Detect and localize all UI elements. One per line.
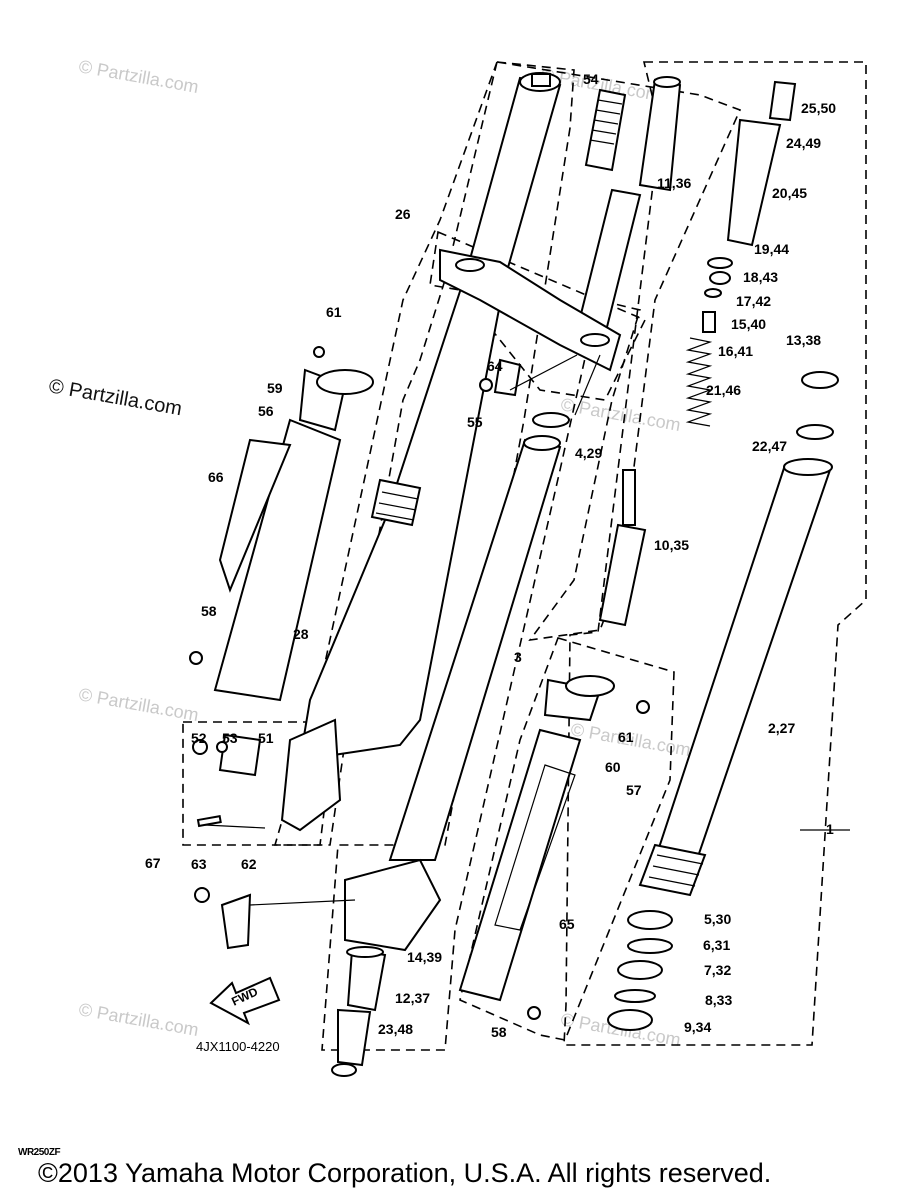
model-code: WR250ZF bbox=[18, 1147, 61, 1158]
watermark: © Partzilla.com bbox=[77, 56, 200, 97]
callout-7-32: 7,32 bbox=[704, 962, 731, 978]
callout-10-35: 10,35 bbox=[654, 537, 689, 553]
callout-16-41: 16,41 bbox=[718, 343, 753, 359]
callout-63: 63 bbox=[191, 856, 207, 872]
watermark-dark: © Partzilla.com bbox=[47, 375, 184, 420]
callout-28: 28 bbox=[293, 626, 309, 642]
fork-assembly bbox=[607, 371, 839, 1031]
diagram-code: 4JX1100-4220 bbox=[196, 1039, 280, 1054]
callout-15-40: 15,40 bbox=[731, 316, 766, 332]
callout-22-47: 22,47 bbox=[752, 438, 787, 454]
callout-11-36: 11,36 bbox=[657, 175, 691, 191]
callout-23-48: 23,48 bbox=[378, 1021, 413, 1037]
small-parts bbox=[189, 346, 650, 1026]
callout-58-bottom: 58 bbox=[491, 1024, 507, 1040]
callout-4-29: 4,29 bbox=[575, 445, 602, 461]
callout-8-33: 8,33 bbox=[705, 992, 732, 1008]
fork-guard-left bbox=[213, 368, 374, 702]
leader-lines bbox=[204, 354, 850, 906]
callout-61-right: 61 bbox=[618, 729, 634, 745]
callout-21-46: 21,46 bbox=[706, 382, 741, 398]
watermark: © Partzilla.com bbox=[559, 394, 682, 435]
callout-51: 51 bbox=[258, 730, 274, 746]
fork-guard-right bbox=[458, 675, 615, 1002]
callout-58-left: 58 bbox=[201, 603, 217, 619]
callout-19-44: 19,44 bbox=[754, 241, 789, 257]
callout-61-top: 61 bbox=[326, 304, 342, 320]
callout-1: 1 bbox=[826, 821, 834, 837]
damper-cartridge bbox=[570, 76, 797, 627]
callout-13-38: 13,38 bbox=[786, 332, 821, 348]
bracket-triple-clamp bbox=[439, 248, 622, 428]
callout-60: 60 bbox=[605, 759, 621, 775]
watermark: © Partzilla.com bbox=[77, 684, 200, 725]
callout-65: 65 bbox=[559, 916, 575, 932]
callout-62: 62 bbox=[241, 856, 257, 872]
callout-55: 55 bbox=[467, 414, 483, 430]
callout-17-42: 17,42 bbox=[736, 293, 771, 309]
callout-54: 54 bbox=[583, 71, 599, 87]
callouts: 1 2,27 3 4,29 5,30 6,31 7,32 8,33 9,34 1… bbox=[145, 71, 836, 1040]
callout-25-50: 25,50 bbox=[801, 100, 836, 116]
left-fork-outline bbox=[273, 61, 498, 846]
callout-14-39: 14,39 bbox=[407, 949, 442, 965]
callout-5-30: 5,30 bbox=[704, 911, 731, 927]
callout-59: 59 bbox=[267, 380, 283, 396]
callout-66: 66 bbox=[208, 469, 224, 485]
callout-20-45: 20,45 bbox=[772, 185, 807, 201]
callout-56: 56 bbox=[258, 403, 274, 419]
callout-53: 53 bbox=[222, 730, 238, 746]
callout-67: 67 bbox=[145, 855, 161, 871]
fork-assembly-outline bbox=[563, 61, 867, 1046]
callout-64: 64 bbox=[487, 358, 503, 374]
callout-9-34: 9,34 bbox=[684, 1019, 711, 1035]
callout-12-37: 12,37 bbox=[395, 990, 430, 1006]
callout-26: 26 bbox=[395, 206, 411, 222]
bracket-group-outline bbox=[429, 230, 647, 401]
callout-6-31: 6,31 bbox=[703, 937, 730, 953]
callout-57: 57 bbox=[626, 782, 642, 798]
guard-clamp-outline bbox=[459, 637, 675, 1041]
callout-52: 52 bbox=[191, 730, 207, 746]
left-inner-tube bbox=[331, 435, 562, 1077]
callout-18-43: 18,43 bbox=[743, 269, 778, 285]
watermark: © Partzilla.com bbox=[77, 999, 200, 1040]
callout-2-27: 2,27 bbox=[768, 720, 795, 736]
copyright-notice: ©2013 Yamaha Motor Corporation, U.S.A. A… bbox=[38, 1158, 772, 1188]
callout-24-49: 24,49 bbox=[786, 135, 821, 151]
lower-left-outline bbox=[182, 721, 336, 846]
callout-3: 3 bbox=[514, 649, 522, 665]
